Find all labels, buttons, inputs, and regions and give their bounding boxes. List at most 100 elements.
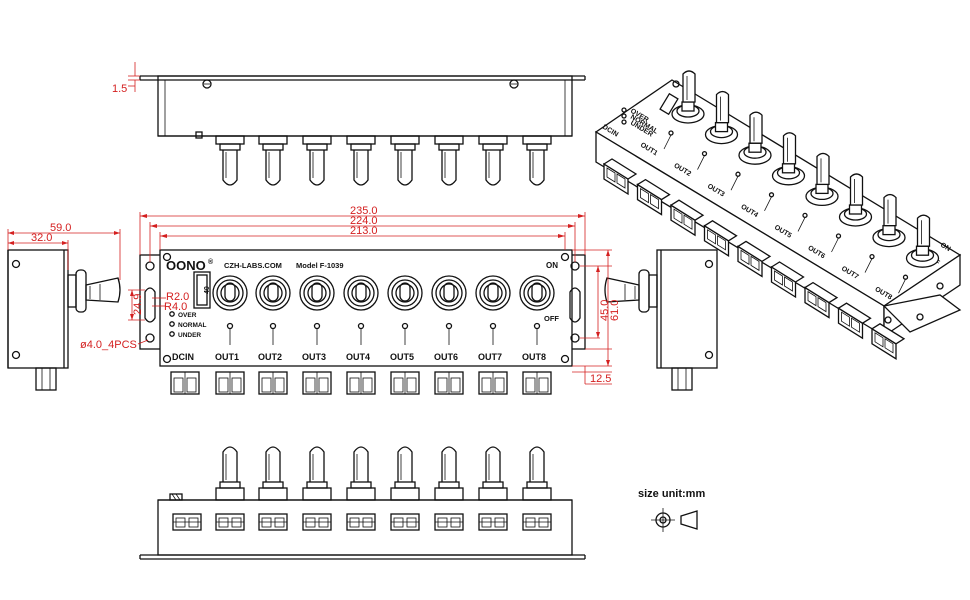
led-under-icon: [621, 119, 627, 125]
power-connector: [346, 513, 376, 531]
toggle-switch: [831, 173, 873, 253]
dimensions: 1.5 59.0 32.0 235.0 224.0 213.0: [7, 62, 621, 385]
on-label: ON: [546, 261, 558, 270]
power-connector: [346, 371, 376, 395]
screw-icon: [162, 252, 172, 262]
toggle-switch: OUT8: [519, 275, 555, 362]
dim-radius-2: R2.0: [166, 291, 189, 303]
toggle-switch: [390, 135, 420, 186]
bottom-view: [139, 446, 586, 560]
indicator-under-label: UNDER: [178, 332, 201, 339]
toggle-switch: [302, 135, 332, 186]
output-led-icon: [313, 322, 321, 330]
size-legend: size unit:mm: [638, 488, 705, 532]
power-connector: [258, 371, 288, 395]
led-under-icon: [169, 331, 175, 337]
screw-icon: [11, 350, 21, 360]
power-connector: [736, 240, 772, 278]
fuse-slot: [193, 271, 211, 309]
power-connector: [770, 261, 805, 299]
toggle-switch: [434, 135, 464, 186]
top-view: [139, 75, 586, 186]
mount-slot-icon: [569, 287, 581, 323]
power-connector: [669, 199, 705, 237]
toggle-lever-icon: [604, 277, 640, 303]
indicator-normal-label: NORMAL: [178, 322, 207, 329]
power-connector: [478, 371, 508, 395]
output-label: OUT7: [478, 352, 502, 362]
dim-depth-body: 32.0: [31, 232, 52, 244]
toggle-switch: [258, 135, 288, 186]
output-led-icon: [533, 322, 541, 330]
dim-radius-4: R4.0: [164, 301, 187, 313]
toggle-switch: OUT7: [475, 275, 511, 362]
size-unit-label: size unit:mm: [638, 488, 705, 500]
dim-depth-total: 59.0: [50, 222, 71, 234]
toggle-switch: [730, 111, 772, 191]
mount-hole-icon: [916, 313, 924, 321]
left-side-view: [7, 249, 121, 391]
dim-length-224: 224.0: [350, 215, 378, 227]
toggle-switch: [478, 446, 508, 501]
screw-icon: [704, 259, 714, 269]
output-label: OUT4: [346, 352, 370, 362]
screw-icon: [162, 354, 172, 364]
indicator-over-label: OVER: [178, 312, 197, 319]
isometric-view: OVER NORMAL UNDER DCIN OFF ON OUT1OUT2OU…: [594, 70, 962, 360]
power-connector: [434, 513, 464, 531]
right-side-view: [604, 249, 718, 391]
toggle-switch: [390, 446, 420, 501]
output-label: OUT3: [302, 352, 326, 362]
power-connector: [803, 281, 839, 319]
output-led-icon: [226, 322, 234, 330]
dim-length-213: 213.0: [350, 225, 378, 237]
toggle-switch: OUT4: [343, 275, 379, 362]
power-connector: [478, 513, 508, 531]
power-connector: [703, 220, 738, 257]
output-label: OUT5: [390, 352, 414, 362]
toggle-switch: [697, 90, 739, 170]
led-over-icon: [621, 107, 627, 113]
toggle-switch: [797, 152, 839, 232]
output-label: OUT1: [215, 352, 239, 362]
dim-height-45: 45.0: [599, 300, 611, 321]
mount-hole-icon: [570, 333, 580, 343]
led-over-icon: [169, 311, 175, 317]
power-connector: [390, 371, 420, 395]
toggle-switch: OUT3: [299, 275, 335, 362]
power-connector: [215, 371, 245, 395]
output-led-icon: [445, 322, 453, 330]
power-connector: [522, 371, 552, 395]
screw-icon: [11, 259, 21, 269]
toggle-switch: [764, 132, 806, 211]
mount-hole-icon: [145, 261, 155, 271]
dim-thickness: 1.5: [112, 83, 127, 95]
power-connector: [170, 371, 200, 395]
mount-hole-icon: [145, 333, 155, 343]
model-label: Model F-1039: [296, 261, 344, 270]
screw-icon: [560, 354, 570, 364]
toggle-switch: [478, 135, 508, 186]
front-view: OONO ® CZH-LABS.COM Model F-1039 ON OFF …: [139, 249, 586, 395]
front-panel: [159, 249, 573, 367]
toggle-switch: OUT5: [387, 275, 423, 362]
dim-height-61: 61.0: [609, 300, 621, 321]
led-normal-icon: [621, 113, 627, 119]
toggle-switch: [663, 70, 705, 150]
power-connector: [302, 513, 332, 531]
toggle-switch: [898, 214, 940, 294]
off-label: OFF: [544, 314, 559, 323]
dim-length-235: 235.0: [350, 205, 378, 217]
power-connector: [837, 302, 872, 340]
toggle-switch: OUT1: [212, 275, 248, 362]
toggle-switch: [258, 446, 288, 501]
iso-fuse-slot: [659, 92, 679, 116]
led-normal-icon: [169, 321, 175, 327]
iso-on-label: ON: [939, 242, 952, 253]
screw-icon: [884, 316, 892, 324]
toggle-switch: [302, 446, 332, 501]
dim-slot-height: 24.9: [132, 294, 144, 315]
power-connector: [870, 323, 906, 360]
screw-icon: [704, 350, 714, 360]
